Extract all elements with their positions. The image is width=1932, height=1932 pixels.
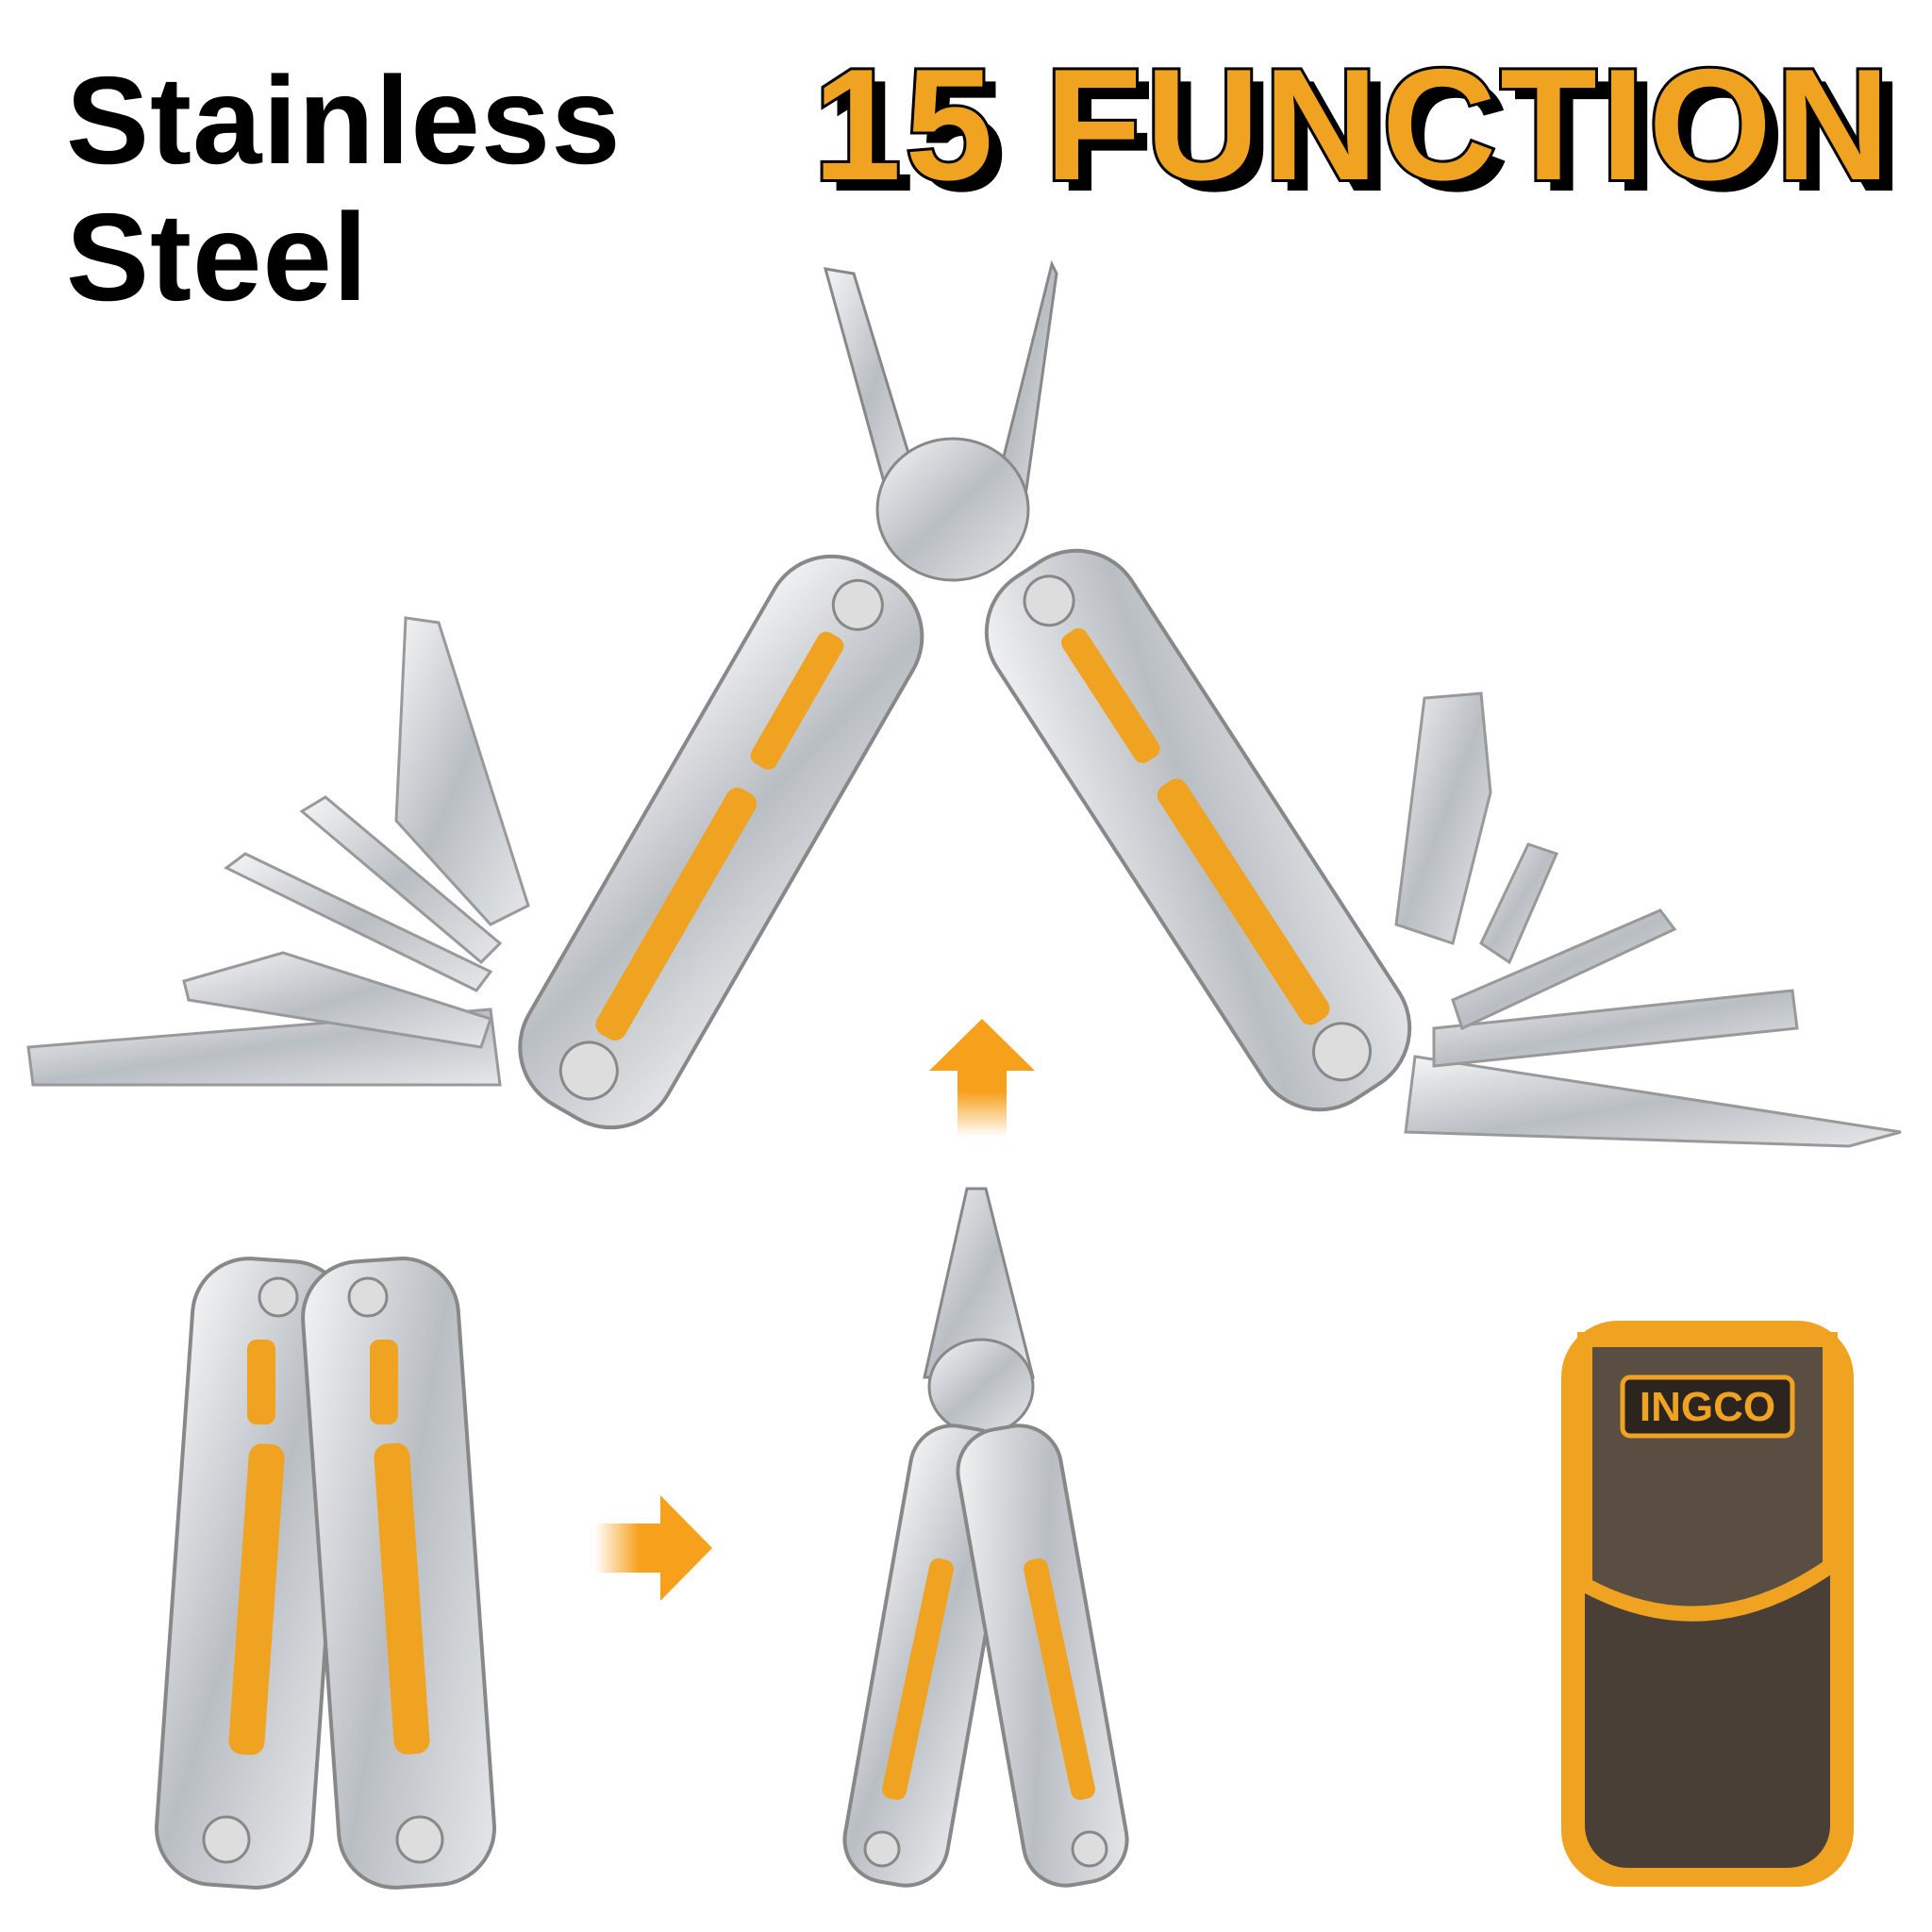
blade-tool (1404, 1055, 1902, 1148)
open-multitool (26, 259, 1902, 1148)
right-handle (984, 548, 1412, 1112)
closed-multitool (155, 1257, 496, 1890)
svg-text:INGCO: INGCO (1640, 1384, 1775, 1430)
carry-pouch: INGCO (1561, 1321, 1854, 1887)
pliers-mode-multitool (842, 1187, 1129, 1888)
right-tools (1394, 691, 1902, 1148)
phillips-tool (1451, 908, 1677, 1031)
saw-tool (394, 616, 530, 926)
headline-line-2: Steel (66, 188, 369, 326)
wide-blade-tool (1394, 691, 1492, 945)
headline: Stainless Steel (66, 52, 622, 325)
screwdriver-tool (224, 852, 493, 992)
left-handle (518, 554, 924, 1130)
arrow-right-icon (594, 1495, 712, 1601)
pivot-head (875, 437, 1030, 582)
can-opener-tool (1479, 842, 1559, 965)
arrow-up-icon (929, 1019, 1035, 1137)
function-count-badge: 15 FUNCTION (810, 36, 1894, 213)
headline-line-1: Stainless (66, 51, 622, 190)
knife-tool (182, 951, 492, 1049)
flat-screwdriver-tool (1432, 989, 1799, 1068)
brand-logo: INGCO (1620, 1374, 1795, 1439)
left-tools (26, 616, 530, 1087)
bottle-opener-tool (299, 795, 503, 965)
